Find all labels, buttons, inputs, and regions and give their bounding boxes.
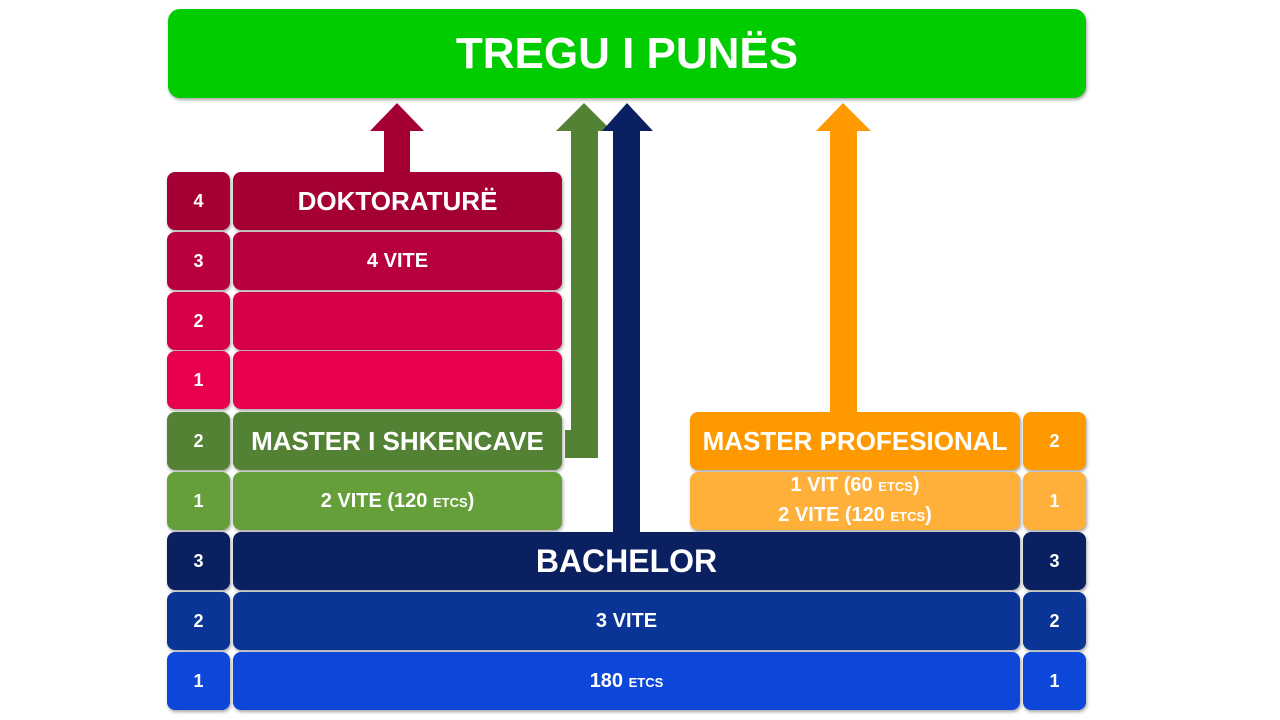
bachelor-year-3-right: 3 <box>1023 532 1086 590</box>
bachelor-year-1-left: 1 <box>167 652 230 710</box>
labor-market-box: TREGU I PUNËS <box>168 9 1086 98</box>
doctorate-duration: 4 VITE <box>366 249 429 272</box>
master-professional-option-1: 1 VIT (60 ETCS) <box>790 474 920 496</box>
year-number: 4 <box>193 190 204 211</box>
doctorate-duration-box: 4 VITE <box>233 232 562 290</box>
labor-market-title: TREGU I PUNËS <box>455 28 799 78</box>
doctorate-year-4: 4 <box>167 172 230 230</box>
master-professional-year-2: 2 <box>1023 412 1086 470</box>
doctorate-row-box <box>233 292 562 350</box>
bachelor-duration-box: 3 VITE <box>233 592 1020 650</box>
bachelor-to-market-arrow <box>602 103 653 532</box>
master-professional-title: MASTER PROFESIONAL <box>702 425 1008 456</box>
master-professional-option-2: 2 VITE (120 ETCS) <box>778 504 932 526</box>
bachelor-duration: 3 VITE <box>595 609 658 632</box>
year-number: 3 <box>1049 550 1060 571</box>
doctorate-year-1: 1 <box>167 351 230 409</box>
master-professional-title-box: MASTER PROFESIONAL <box>690 412 1020 470</box>
doctorate-year-3: 3 <box>167 232 230 290</box>
master-professional-to-market-arrow <box>816 103 871 412</box>
bachelor-year-2-right: 2 <box>1023 592 1086 650</box>
year-number: 2 <box>1049 430 1060 451</box>
bachelor-title-box: BACHELOR <box>233 532 1020 590</box>
master-science-to-market-arrow <box>556 103 612 458</box>
year-number: 1 <box>193 369 204 390</box>
year-number: 2 <box>1049 610 1060 631</box>
bachelor-year-2-left: 2 <box>167 592 230 650</box>
master-professional-duration-box: 1 VIT (60 ETCS) 2 VITE (120 ETCS) <box>690 472 1020 530</box>
bachelor-credits: 180 ETCS <box>589 669 664 692</box>
master-science-duration: 2 VITE (120 ETCS) <box>320 489 475 512</box>
year-number: 1 <box>1049 490 1060 511</box>
bachelor-title: BACHELOR <box>535 542 718 579</box>
master-professional-duration: 1 VIT (60 ETCS) 2 VITE (120 ETCS) <box>778 471 932 531</box>
master-science-year-2: 2 <box>167 412 230 470</box>
year-number: 1 <box>1049 670 1060 691</box>
year-number: 1 <box>193 490 204 511</box>
year-number: 2 <box>193 310 204 331</box>
bachelor-credits-box: 180 ETCS <box>233 652 1020 710</box>
doctorate-year-2: 2 <box>167 292 230 350</box>
doctorate-to-market-arrow <box>370 103 424 172</box>
year-number: 3 <box>193 250 204 271</box>
bachelor-year-1-right: 1 <box>1023 652 1086 710</box>
bachelor-year-3-left: 3 <box>167 532 230 590</box>
master-science-duration-box: 2 VITE (120 ETCS) <box>233 472 562 530</box>
year-number: 1 <box>193 670 204 691</box>
year-number: 2 <box>193 610 204 631</box>
year-number: 2 <box>193 430 204 451</box>
master-science-title-box: MASTER I SHKENCAVE <box>233 412 562 470</box>
doctorate-title: DOKTORATURË <box>297 185 498 216</box>
doctorate-row-box <box>233 351 562 409</box>
master-science-year-1: 1 <box>167 472 230 530</box>
master-professional-year-1: 1 <box>1023 472 1086 530</box>
doctorate-title-box: DOKTORATURË <box>233 172 562 230</box>
year-number: 3 <box>193 550 204 571</box>
master-science-title: MASTER I SHKENCAVE <box>251 425 544 456</box>
